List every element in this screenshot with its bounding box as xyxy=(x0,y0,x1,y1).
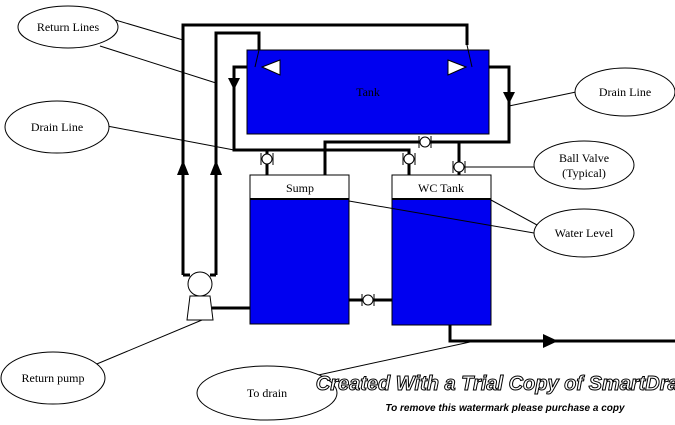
drain-outlet-pipe xyxy=(448,325,675,343)
callout-text: Ball Valve xyxy=(559,151,609,165)
ball-valve-icon[interactable] xyxy=(452,161,466,173)
drain-line-right-pipe xyxy=(323,65,511,175)
sump-tank xyxy=(249,198,350,325)
callout-text: (Typical) xyxy=(562,166,606,180)
callout-return-lines: Return Lines xyxy=(17,5,119,49)
return-line-outer xyxy=(181,23,469,275)
callout-text: Drain Line xyxy=(599,85,651,99)
flow-down-arrow-icon xyxy=(228,78,240,90)
wc-tank-label: WC Tank xyxy=(418,181,464,195)
sump-header xyxy=(249,174,350,200)
left-return-outlet-icon xyxy=(260,59,281,76)
wc-tank xyxy=(391,198,492,326)
callout-water-level: Water Level xyxy=(533,208,635,258)
ball-valve-icon[interactable] xyxy=(361,294,375,306)
callout-text: Return Lines xyxy=(37,20,100,34)
ball-valve-icon[interactable] xyxy=(402,153,416,165)
callout-text: Drain Line xyxy=(31,120,83,134)
callout-text: To drain xyxy=(247,386,287,400)
sump-label: Sump xyxy=(286,181,314,195)
callout-drain-line-right: Drain Line xyxy=(574,67,675,117)
watermark-subtitle: To remove this watermark please purchase… xyxy=(385,403,625,414)
pump-base xyxy=(186,295,214,321)
callout-ball-valve: Ball Valve (Typical) xyxy=(533,140,635,190)
ball-valve-icon[interactable] xyxy=(260,153,274,165)
main-tank-label: Tank xyxy=(356,85,380,99)
callout-text: Return pump xyxy=(22,371,85,385)
right-return-outlet-icon xyxy=(447,59,468,76)
wc-tank-header xyxy=(391,174,492,200)
callout-drain-line-left: Drain Line xyxy=(4,100,110,154)
flow-down-arrow-icon xyxy=(503,92,515,104)
watermark-title: Created With a Trial Copy of SmartDraw xyxy=(316,373,675,395)
return-line-inner xyxy=(214,31,261,275)
callout-text: Water Level xyxy=(555,226,614,240)
flow-up-arrow-icon xyxy=(177,160,189,175)
callout-return-pump: Return pump xyxy=(0,351,106,405)
callout-to-drain: To drain xyxy=(196,365,338,421)
ball-valve-icon[interactable] xyxy=(418,136,432,148)
pump-icon xyxy=(187,271,213,297)
flow-up-arrow-icon xyxy=(210,160,222,175)
flow-right-arrow-icon xyxy=(543,334,558,348)
